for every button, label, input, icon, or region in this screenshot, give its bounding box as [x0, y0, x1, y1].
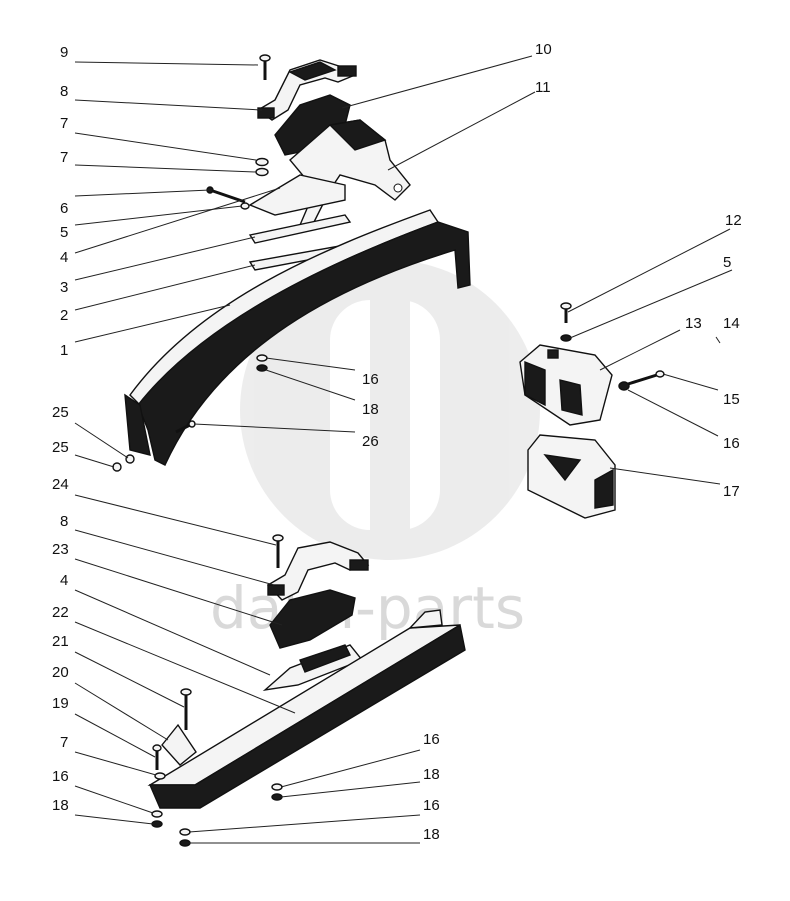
bolt-15	[627, 370, 665, 386]
rubber-pad-17	[527, 434, 616, 519]
callout-18-mid: 18	[362, 401, 379, 418]
callout-4-lower: 4	[60, 572, 68, 589]
bolt-9	[259, 54, 271, 80]
washers-16-18-bottom	[179, 828, 191, 847]
washer-16-right	[618, 381, 630, 391]
callout-7-upper-a: 7	[60, 115, 68, 132]
callout-18-bottom: 18	[423, 826, 440, 843]
callout-labels: 9 8 7 7 6 5 4 3 2 1 10 11 12 5 13 14 15 …	[52, 41, 742, 843]
callout-14: 14	[723, 315, 740, 332]
callout-16-mid: 16	[362, 371, 379, 388]
callout-5-left: 5	[60, 224, 68, 241]
callout-1: 1	[60, 342, 68, 359]
rear-crossbar-22	[147, 609, 466, 809]
callout-3: 3	[60, 279, 68, 296]
clamp-bracket-8-upper	[256, 59, 357, 121]
mounting-plate-4-upper	[248, 174, 346, 216]
callout-2: 2	[60, 307, 68, 324]
callout-23: 23	[52, 541, 69, 558]
callout-16-bottom: 16	[423, 797, 440, 814]
angle-bracket-20	[161, 723, 197, 766]
washers-16-18-lower-left	[151, 810, 163, 828]
washer-7-lower	[154, 772, 166, 780]
washer-5-right	[560, 334, 572, 342]
callout-16-lower-left: 16	[52, 768, 69, 785]
callout-20: 20	[52, 664, 69, 681]
clamp-bracket-8-lower	[266, 541, 370, 601]
callout-7-upper-b: 7	[60, 149, 68, 166]
callout-16-right: 16	[723, 435, 740, 452]
washers-7-upper	[255, 157, 269, 177]
callout-4-upper: 4	[60, 249, 68, 266]
bolt-24	[272, 534, 284, 568]
callout-7-lower: 7	[60, 734, 68, 751]
callout-21: 21	[52, 633, 69, 650]
bolt-12	[560, 302, 572, 323]
callout-5-right: 5	[723, 254, 731, 271]
callout-13: 13	[685, 315, 702, 332]
callout-18-lower-mid: 18	[423, 766, 440, 783]
callout-11: 11	[535, 79, 551, 96]
callout-25-b: 25	[52, 439, 69, 456]
callout-16-lower-mid: 16	[423, 731, 440, 748]
watermark-text: dalm-parts	[210, 574, 525, 642]
callout-8-upper: 8	[60, 83, 68, 100]
callout-17: 17	[723, 483, 740, 500]
shim-plate-3	[248, 214, 352, 244]
callout-24: 24	[52, 476, 69, 493]
washers-16-18-lower-mid	[271, 783, 283, 801]
support-block-13	[519, 344, 613, 426]
mounting-plate-4-lower	[262, 644, 364, 692]
callout-25-a: 25	[52, 404, 69, 421]
callout-18-lower-left: 18	[52, 797, 69, 814]
callout-22: 22	[52, 604, 69, 621]
callout-19: 19	[52, 695, 69, 712]
callout-6: 6	[60, 200, 68, 217]
callout-8-lower: 8	[60, 513, 68, 530]
bolt-19	[152, 744, 162, 770]
callout-26: 26	[362, 433, 379, 450]
callout-12: 12	[725, 212, 742, 229]
nuts-25	[112, 454, 135, 472]
leader-lines	[74, 55, 733, 844]
callout-10: 10	[535, 41, 552, 58]
front-beam-1	[124, 209, 471, 466]
bolt-6	[206, 186, 250, 210]
watermark-logo	[240, 250, 540, 560]
rubber-cushion-23	[269, 589, 356, 649]
rubber-cushion-10	[274, 94, 351, 156]
callout-9: 9	[60, 44, 68, 61]
callout-15: 15	[723, 391, 740, 408]
bolt-21	[180, 688, 192, 730]
